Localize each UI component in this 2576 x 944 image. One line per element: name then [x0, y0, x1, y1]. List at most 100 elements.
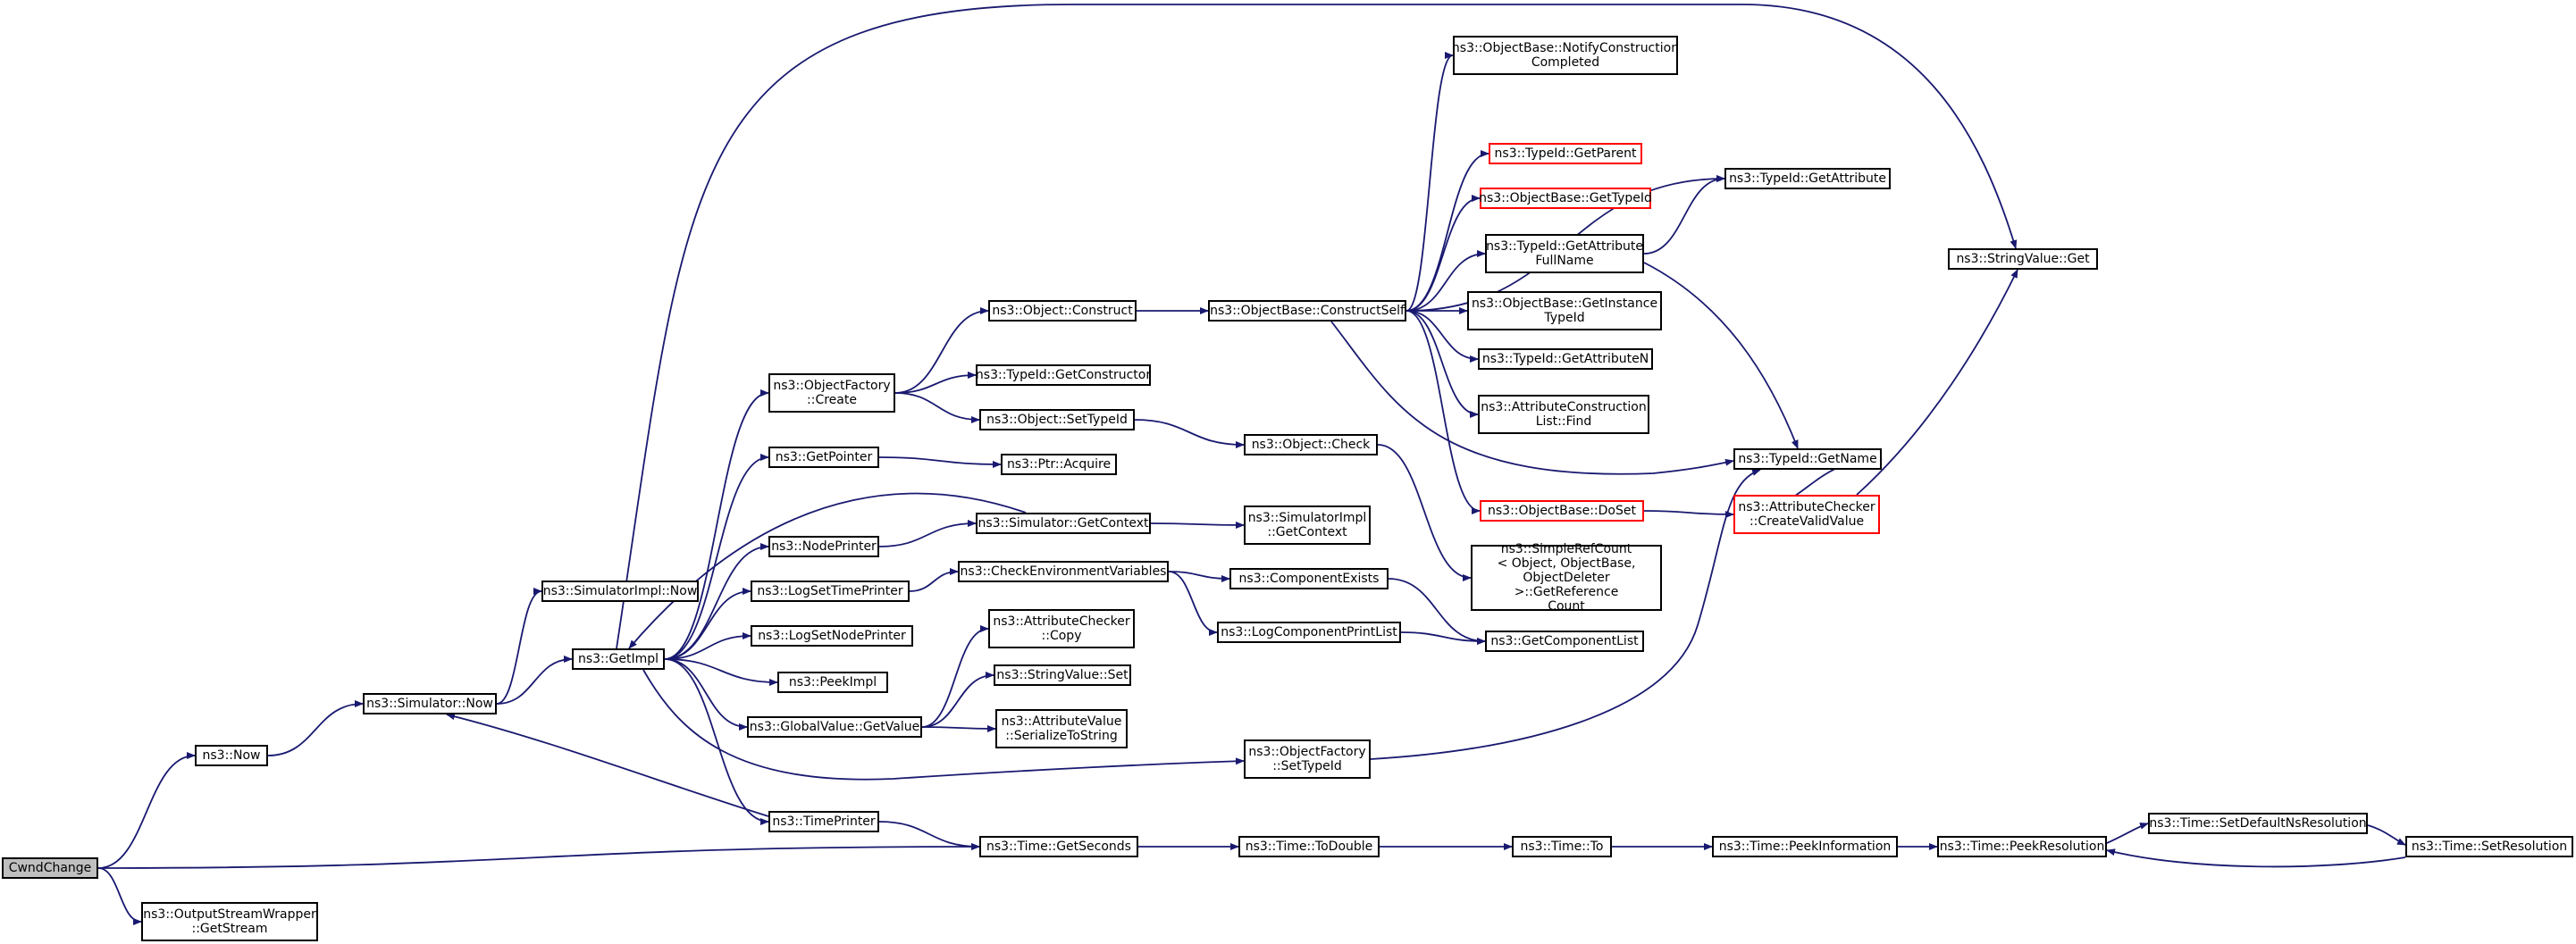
call-edge-getimpl-to-logsetnodeprinter	[664, 632, 751, 660]
call-edge-getimpl-to-timeprinter	[664, 658, 769, 825]
node-nodeprinter[interactable]: ns3::NodePrinter	[768, 536, 879, 557]
call-edge-getimpl-to-svget	[616, 4, 2018, 649]
call-edge-ofcreate-to-objsettypeid	[894, 392, 980, 423]
call-edge-timesetdefault-to-timesetres	[2367, 824, 2406, 846]
call-edge-obdoset-to-accreatevalid	[1643, 510, 1734, 518]
call-edge-obconstructself-to-obnotify	[1405, 52, 1454, 312]
node-tidgetattribute[interactable]: ns3::TypeId::GetAttribute	[1724, 168, 1891, 189]
node-simgetcontext[interactable]: ns3::Simulator::GetContext	[976, 513, 1151, 534]
call-edge-obconstructself-to-tidgetattrn	[1405, 310, 1479, 363]
node-compexists[interactable]: ns3::ComponentExists	[1229, 568, 1389, 589]
node-simimplgetcontext[interactable]: ns3::SimulatorImpl ::GetContext	[1244, 505, 1371, 545]
node-now[interactable]: ns3::Now	[195, 745, 268, 766]
call-edge-ofcreate-to-tidgetconstructor	[894, 372, 977, 394]
call-edge-tidgetattrfullname-to-tidgetname	[1643, 262, 1799, 449]
node-objconstruct[interactable]: ns3::Object::Construct	[988, 300, 1137, 322]
call-edge-timeprinter-to-simnow	[446, 713, 769, 817]
node-acfind[interactable]: ns3::AttributeConstruction List::Find	[1478, 395, 1649, 434]
node-obgetinstance[interactable]: ns3::ObjectBase::GetInstance TypeId	[1467, 291, 1662, 330]
node-tidgetattrfullname[interactable]: ns3::TypeId::GetAttribute FullName	[1485, 234, 1644, 273]
call-edge-accreatevalid-to-svget	[1856, 269, 2018, 496]
node-objcheck[interactable]: ns3::Object::Check	[1244, 434, 1378, 455]
node-logsettimeprinter[interactable]: ns3::LogSetTimePrinter	[751, 581, 910, 602]
node-accreatevalid[interactable]: ns3::AttributeChecker ::CreateValidValue	[1733, 495, 1880, 534]
node-ptracquire[interactable]: ns3::Ptr::Acquire	[1001, 454, 1117, 475]
call-edge-obconstructself-to-obdoset	[1405, 310, 1481, 514]
node-peekimpl[interactable]: ns3::PeekImpl	[777, 672, 888, 693]
node-timeto[interactable]: ns3::Time::To	[1512, 836, 1612, 857]
call-edge-gvgetvalue-to-svset	[921, 672, 994, 728]
node-gvgetvalue[interactable]: ns3::GlobalValue::GetValue	[747, 716, 922, 738]
call-edge-getimpl-to-ofsettypeid	[642, 669, 1245, 781]
node-getpointer[interactable]: ns3::GetPointer	[768, 447, 879, 468]
node-logsetnodeprinter[interactable]: ns3::LogSetNodePrinter	[751, 625, 913, 647]
call-edge-getimpl-to-logsettimeprinter	[664, 588, 751, 660]
call-edge-getimpl-to-peekimpl	[664, 658, 778, 686]
call-edge-timepeekres-to-timesetdefault	[2106, 823, 2149, 844]
call-edge-timeprinter-to-timegetseconds	[878, 821, 980, 850]
call-edge-simnow-to-getimpl	[496, 656, 573, 705]
call-edge-objsettypeid-to-objcheck	[1134, 419, 1245, 448]
node-timegetseconds[interactable]: ns3::Time::GetSeconds	[979, 836, 1138, 857]
call-edge-cwndchange-to-timegetseconds	[97, 843, 980, 869]
node-tidgetattrn[interactable]: ns3::TypeId::GetAttributeN	[1478, 348, 1653, 370]
node-checkenv[interactable]: ns3::CheckEnvironmentVariables	[958, 561, 1169, 582]
call-edge-tidgetattrfullname-to-tidgetattribute	[1643, 175, 1725, 255]
call-edge-obconstructself-to-obgettypeid	[1405, 195, 1481, 312]
call-edge-obconstructself-to-acfind	[1405, 310, 1479, 418]
call-edge-obconstructself-to-tidgetparent	[1405, 150, 1489, 312]
call-edge-ofcreate-to-objconstruct	[894, 307, 989, 394]
call-edge-objcheck-to-simplerefcount	[1377, 444, 1472, 581]
node-timepeekinfo[interactable]: ns3::Time::PeekInformation	[1712, 836, 1898, 857]
node-tidgetname[interactable]: ns3::TypeId::GetName	[1733, 448, 1882, 470]
node-ofcreate[interactable]: ns3::ObjectFactory ::Create	[768, 373, 895, 413]
call-edge-nodeprinter-to-simgetcontext	[878, 520, 977, 547]
node-timepeekres[interactable]: ns3::Time::PeekResolution	[1937, 836, 2107, 857]
node-getcomplist[interactable]: ns3::GetComponentList	[1485, 631, 1644, 652]
call-edge-simnow-to-simimplnow	[496, 588, 542, 705]
node-simimplnow[interactable]: ns3::SimulatorImpl::Now	[541, 581, 699, 602]
node-accopy[interactable]: ns3::AttributeChecker ::Copy	[988, 609, 1135, 648]
call-edge-checkenv-to-logcompprintlist	[1168, 571, 1218, 636]
node-timesetres[interactable]: ns3::Time::SetResolution	[2405, 836, 2573, 857]
call-edge-now-to-simnow	[267, 700, 364, 756]
node-obconstructself[interactable]: ns3::ObjectBase::ConstructSelf	[1208, 300, 1406, 322]
node-obgettypeid[interactable]: ns3::ObjectBase::GetTypeId	[1479, 188, 1652, 209]
node-tidgetconstructor[interactable]: ns3::TypeId::GetConstructor	[976, 364, 1151, 386]
call-edge-ofsettypeid-to-tidgetname	[1370, 469, 1761, 760]
node-timetodouble[interactable]: ns3::Time::ToDouble	[1238, 836, 1380, 857]
call-edge-simgetcontext-to-simimplgetcontext	[1150, 521, 1245, 529]
node-objsettypeid[interactable]: ns3::Object::SetTypeId	[979, 409, 1135, 430]
node-logcompprintlist[interactable]: ns3::LogComponentPrintList	[1217, 622, 1401, 643]
node-getstream[interactable]: ns3::OutputStreamWrapper ::GetStream	[141, 902, 318, 941]
call-edge-timesetres-to-timepeekres	[2106, 848, 2406, 868]
call-edge-compexists-to-getcomplist	[1388, 578, 1486, 645]
node-avserialize[interactable]: ns3::AttributeValue ::SerializeToString	[995, 709, 1128, 748]
node-cwndchange: CwndChange	[2, 857, 98, 879]
call-edge-obconstructself-to-tidgetattrfullname	[1405, 250, 1486, 312]
call-edge-cwndchange-to-getstream	[97, 867, 142, 925]
call-edge-logsettimeprinter-to-checkenv	[909, 568, 959, 592]
node-simnow[interactable]: ns3::Simulator::Now	[363, 693, 497, 714]
call-edge-obconstructself-to-tidgetname	[1330, 321, 1734, 475]
node-getimpl[interactable]: ns3::GetImpl	[572, 648, 665, 670]
call-edge-getimpl-to-getpointer	[664, 454, 769, 660]
node-tidgetparent[interactable]: ns3::TypeId::GetParent	[1489, 143, 1642, 164]
call-edge-logcompprintlist-to-getcomplist	[1400, 631, 1486, 645]
node-svset[interactable]: ns3::StringValue::Set	[994, 664, 1131, 686]
call-edge-getpointer-to-ptracquire	[878, 456, 1002, 468]
call-edge-checkenv-to-compexists	[1168, 571, 1230, 582]
call-edge-gvgetvalue-to-accopy	[921, 625, 989, 728]
call-edge-gvgetvalue-to-avserialize	[921, 724, 996, 732]
node-obnotify[interactable]: ns3::ObjectBase::NotifyConstruction Comp…	[1452, 36, 1679, 75]
node-obdoset[interactable]: ns3::ObjectBase::DoSet	[1480, 500, 1644, 522]
call-edge-cwndchange-to-now	[97, 752, 196, 869]
node-simplerefcount[interactable]: ns3::SimpleRefCount < Object, ObjectBase…	[1471, 542, 1662, 614]
node-ofsettypeid[interactable]: ns3::ObjectFactory ::SetTypeId	[1244, 739, 1371, 779]
node-timeprinter[interactable]: ns3::TimePrinter	[768, 811, 879, 832]
node-svget[interactable]: ns3::StringValue::Get	[1948, 248, 2098, 270]
node-timesetdefault[interactable]: ns3::Time::SetDefaultNsResolution	[2148, 813, 2368, 834]
call-edge-getimpl-to-ofcreate	[664, 389, 769, 660]
